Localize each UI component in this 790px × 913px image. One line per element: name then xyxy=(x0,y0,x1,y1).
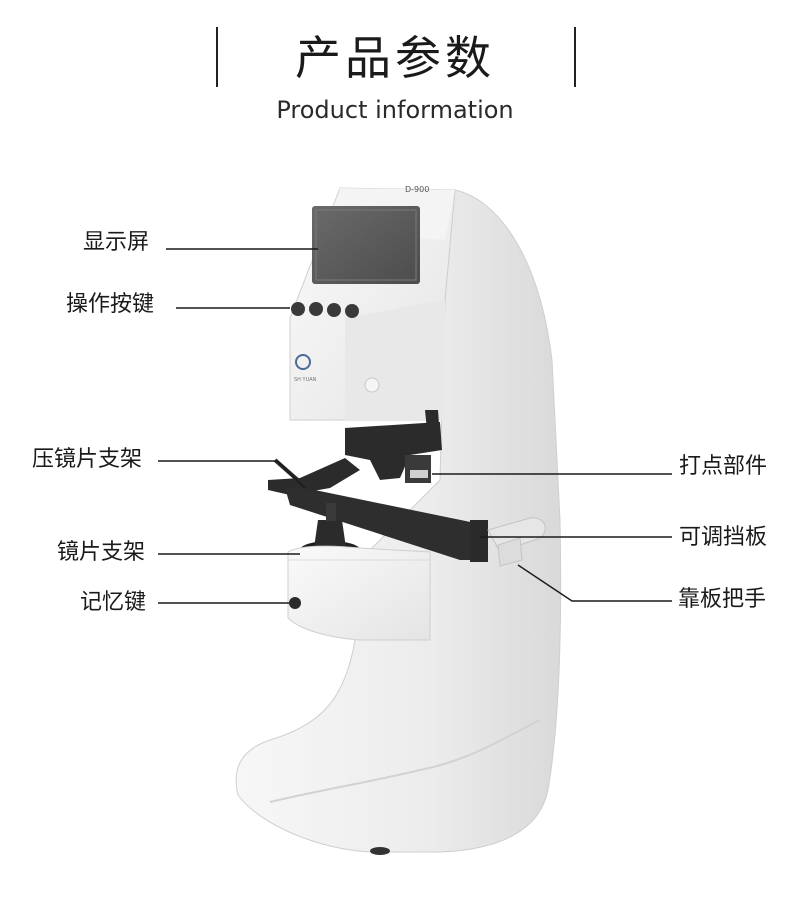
memory-key xyxy=(289,597,301,609)
model-label: D-900 xyxy=(405,185,429,194)
head-housing: D-900 SH YUAN xyxy=(289,185,456,421)
op-button-3 xyxy=(327,303,341,317)
label-operation-buttons: 操作按键 xyxy=(66,292,155,317)
header-left-bar xyxy=(216,27,218,87)
brand-label: SH YUAN xyxy=(294,377,317,383)
label-display-screen: 显示屏 xyxy=(83,230,150,255)
device-body xyxy=(235,189,562,855)
page-title: 产品参数 xyxy=(295,31,495,85)
label-board-handle: 靠板把手 xyxy=(678,587,767,612)
lower-housing xyxy=(287,545,431,641)
board-handle xyxy=(487,517,546,567)
label-adjustable-baffle: 可调挡板 xyxy=(679,525,768,550)
display-screen xyxy=(312,206,420,284)
header-right-bar xyxy=(574,27,576,87)
op-button-4 xyxy=(345,304,359,318)
label-marking-component: 打点部件 xyxy=(679,454,768,479)
op-button-2 xyxy=(309,302,323,316)
label-lens-press-holder: 压镜片支架 xyxy=(32,447,143,472)
lens-press-mechanism xyxy=(268,410,442,495)
label-memory-key: 记忆键 xyxy=(80,590,147,615)
op-button-1 xyxy=(291,302,305,316)
label-lens-holder: 镜片支架 xyxy=(57,540,146,565)
brand-logo-icon xyxy=(295,354,311,370)
page-subtitle: Product information xyxy=(276,96,514,124)
callout-lines xyxy=(158,248,672,604)
